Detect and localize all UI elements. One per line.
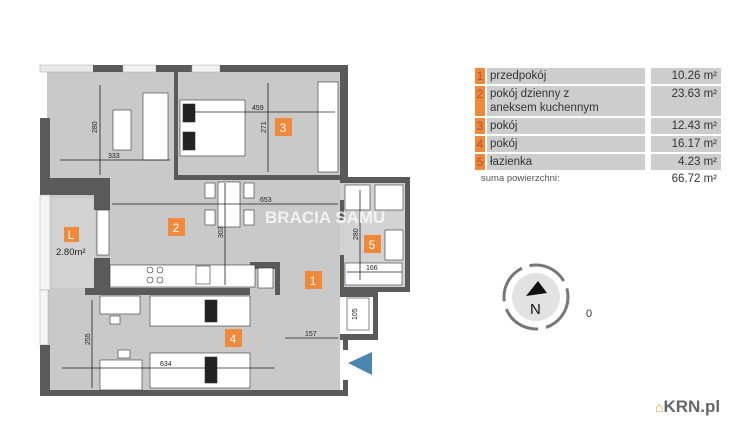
dim-255: 255 [85, 333, 92, 345]
room-tag-1: 1 [310, 274, 317, 288]
room-name: pokój [487, 118, 645, 134]
dim-459: 459 [252, 105, 264, 112]
total-row: suma powierzchni: 66.72 m² [475, 173, 721, 185]
walls [39, 64, 410, 396]
loggia-area: 2.80m² [56, 247, 86, 258]
dim-653: 653 [260, 197, 272, 204]
logo-text: KRN.pl [663, 397, 721, 416]
dim-271: 271 [261, 121, 268, 133]
entrance-arrow-icon [348, 352, 372, 375]
dimension-lines [60, 83, 402, 388]
total-value: 66.72 m² [671, 173, 717, 185]
loggia-tag: L [68, 228, 75, 242]
room-area-table: 1 przedpokój 10.26 m² 2 pokój dzienny z … [475, 68, 721, 185]
table-row: 1 przedpokój 10.26 m² [475, 68, 721, 84]
room-number: 5 [475, 154, 485, 170]
compass-icon: N [502, 263, 570, 331]
room-name: pokój dzienny z aneksem kuchennym [487, 86, 645, 116]
dim-166: 166 [366, 265, 378, 272]
table-row: 5 łazienka 4.23 m² [475, 154, 721, 170]
dimension-labels: 280 333 459 271 653 303 280 166 105 157 … [85, 105, 378, 368]
dim-280-living: 280 [92, 121, 99, 133]
room-number: 4 [475, 136, 485, 152]
dim-280-bath: 280 [353, 228, 360, 240]
room-tag-3: 3 [280, 121, 287, 135]
room-name: pokój [487, 136, 645, 152]
dim-303: 303 [218, 226, 225, 238]
room-tag-4: 4 [230, 332, 237, 346]
table-row: 4 pokój 16.17 m² [475, 136, 721, 152]
furniture [96, 81, 404, 391]
room-tag-5: 5 [369, 238, 376, 252]
north-arrow-icon [526, 281, 547, 296]
room-area: 23.63 m² [651, 86, 721, 116]
dim-105: 105 [352, 308, 359, 320]
dim-333: 333 [108, 153, 120, 160]
krn-logo: ⌂KRN.pl [655, 397, 720, 417]
room-tag-2: 2 [173, 221, 180, 235]
dim-157: 157 [305, 331, 317, 338]
dim-634: 634 [160, 361, 172, 368]
compass-label: N [530, 301, 541, 318]
total-label: suma powierzchni: [481, 173, 560, 184]
room-number: 3 [475, 118, 485, 134]
table-row: 2 pokój dzienny z aneksem kuchennym 23.6… [475, 86, 721, 116]
room-name: łazienka [487, 154, 645, 170]
room-number: 2 [475, 86, 485, 116]
room-area: 12.43 m² [651, 118, 721, 134]
room-number: 1 [475, 68, 485, 84]
room-name: przedpokój [487, 68, 645, 84]
room-area: 4.23 m² [651, 154, 721, 170]
scale-label: 0 [586, 308, 593, 320]
room-area: 10.26 m² [651, 68, 721, 84]
room-area: 16.17 m² [651, 136, 721, 152]
room-tags: 1 2 3 4 5 L [64, 118, 381, 347]
watermark: BRACIA SAMU [265, 208, 385, 227]
table-row: 3 pokój 12.43 m² [475, 118, 721, 134]
house-icon: ⌂ [655, 399, 664, 415]
